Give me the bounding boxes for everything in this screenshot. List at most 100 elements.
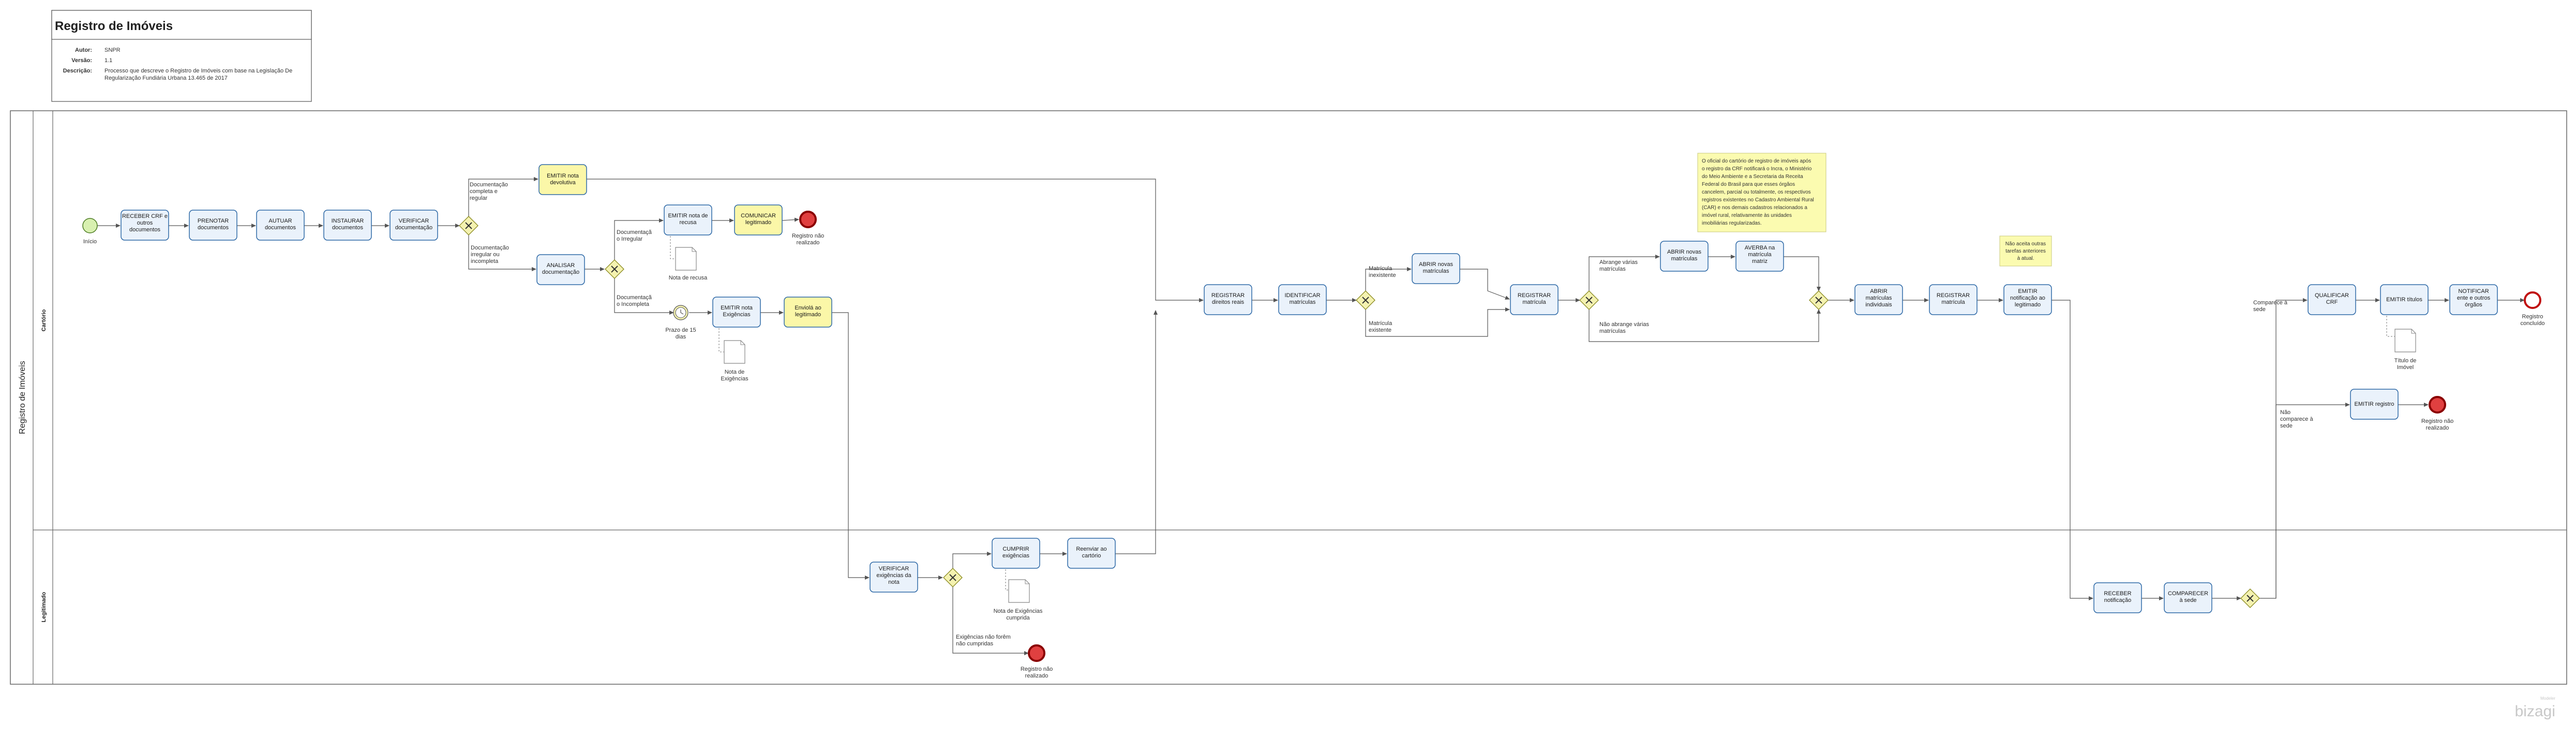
svg-text:Início: Início [83, 239, 97, 245]
text-line: Documentação [471, 245, 509, 251]
text-line: Registro não [2421, 418, 2453, 424]
text-line: COMUNICAR [741, 213, 776, 219]
text-line: matrículas [1599, 266, 1626, 272]
task-emitir-titulos[interactable]: EMITIR títulos [2380, 284, 2429, 315]
text-line: Registro não [1021, 666, 1053, 672]
text-line: irregular ou [471, 252, 500, 258]
text-line: Regularização Fundiária Urbana 13.465 de… [104, 75, 228, 81]
text-line: Título de [2394, 358, 2417, 364]
text-line: Início [83, 239, 97, 245]
text-line: CUMPRIR [1002, 546, 1029, 552]
annotation-cartorio: O oficial do cartório de registro de imó… [1697, 153, 1826, 232]
text-line: matrícula [1941, 299, 1965, 305]
text-line: outros [137, 220, 153, 226]
text-line: Abrange várias [1599, 259, 1638, 266]
text-line: COMPARECER [2168, 591, 2208, 597]
text-line: Documentaçã [617, 229, 652, 235]
task-emitir-registro[interactable]: EMITIR registro [2350, 389, 2399, 420]
start-event: Início [82, 218, 98, 245]
author-key: Autor: [75, 47, 92, 53]
text-line: cancelem, parcial ou totalmente, os resp… [1702, 189, 1811, 195]
text-line: Não aceita outras [2005, 241, 2046, 247]
text-line: ente e outros [2457, 295, 2491, 301]
text-line: Matrícula [1369, 320, 1392, 327]
text-line: Nota de [725, 369, 745, 375]
text-line: cumprida [1006, 615, 1030, 621]
text-line: Exigências [721, 376, 748, 382]
text-line: o Irregular [617, 236, 642, 242]
svg-text:Nota de recusa: Nota de recusa [669, 275, 708, 281]
text-line: órgãos [2465, 302, 2482, 308]
text-line: documentos [332, 225, 363, 231]
text-line: Imóvel [2397, 364, 2414, 371]
text-line: do Meio Ambiente e a Secretaria da Recei… [1702, 174, 1803, 180]
text-line: imobiliárias regularizadas. [1702, 220, 1762, 226]
text-line: o Incompleta [617, 301, 650, 307]
version-value: 1.1 [104, 57, 112, 64]
svg-text:Documentação Irregular: Documentação Irregular [617, 229, 652, 242]
text-line: documentos [265, 225, 296, 231]
text-line: nota [888, 579, 900, 585]
sequence-flows [97, 177, 2525, 655]
text-line: ABRIR novas [1667, 249, 1702, 255]
text-line: Documentação [470, 182, 508, 188]
text-line: concluído [2520, 320, 2544, 327]
text-line: sede [2253, 306, 2266, 313]
text-line: EMITIR nota de [668, 213, 708, 219]
text-line: Documentaçã [617, 294, 652, 301]
text-line: Reenviar ao [1076, 546, 1106, 552]
text-line: notificação [2104, 597, 2132, 603]
text-line: NOTIFICAR [2458, 288, 2489, 294]
text-line: CRF [2326, 299, 2338, 305]
